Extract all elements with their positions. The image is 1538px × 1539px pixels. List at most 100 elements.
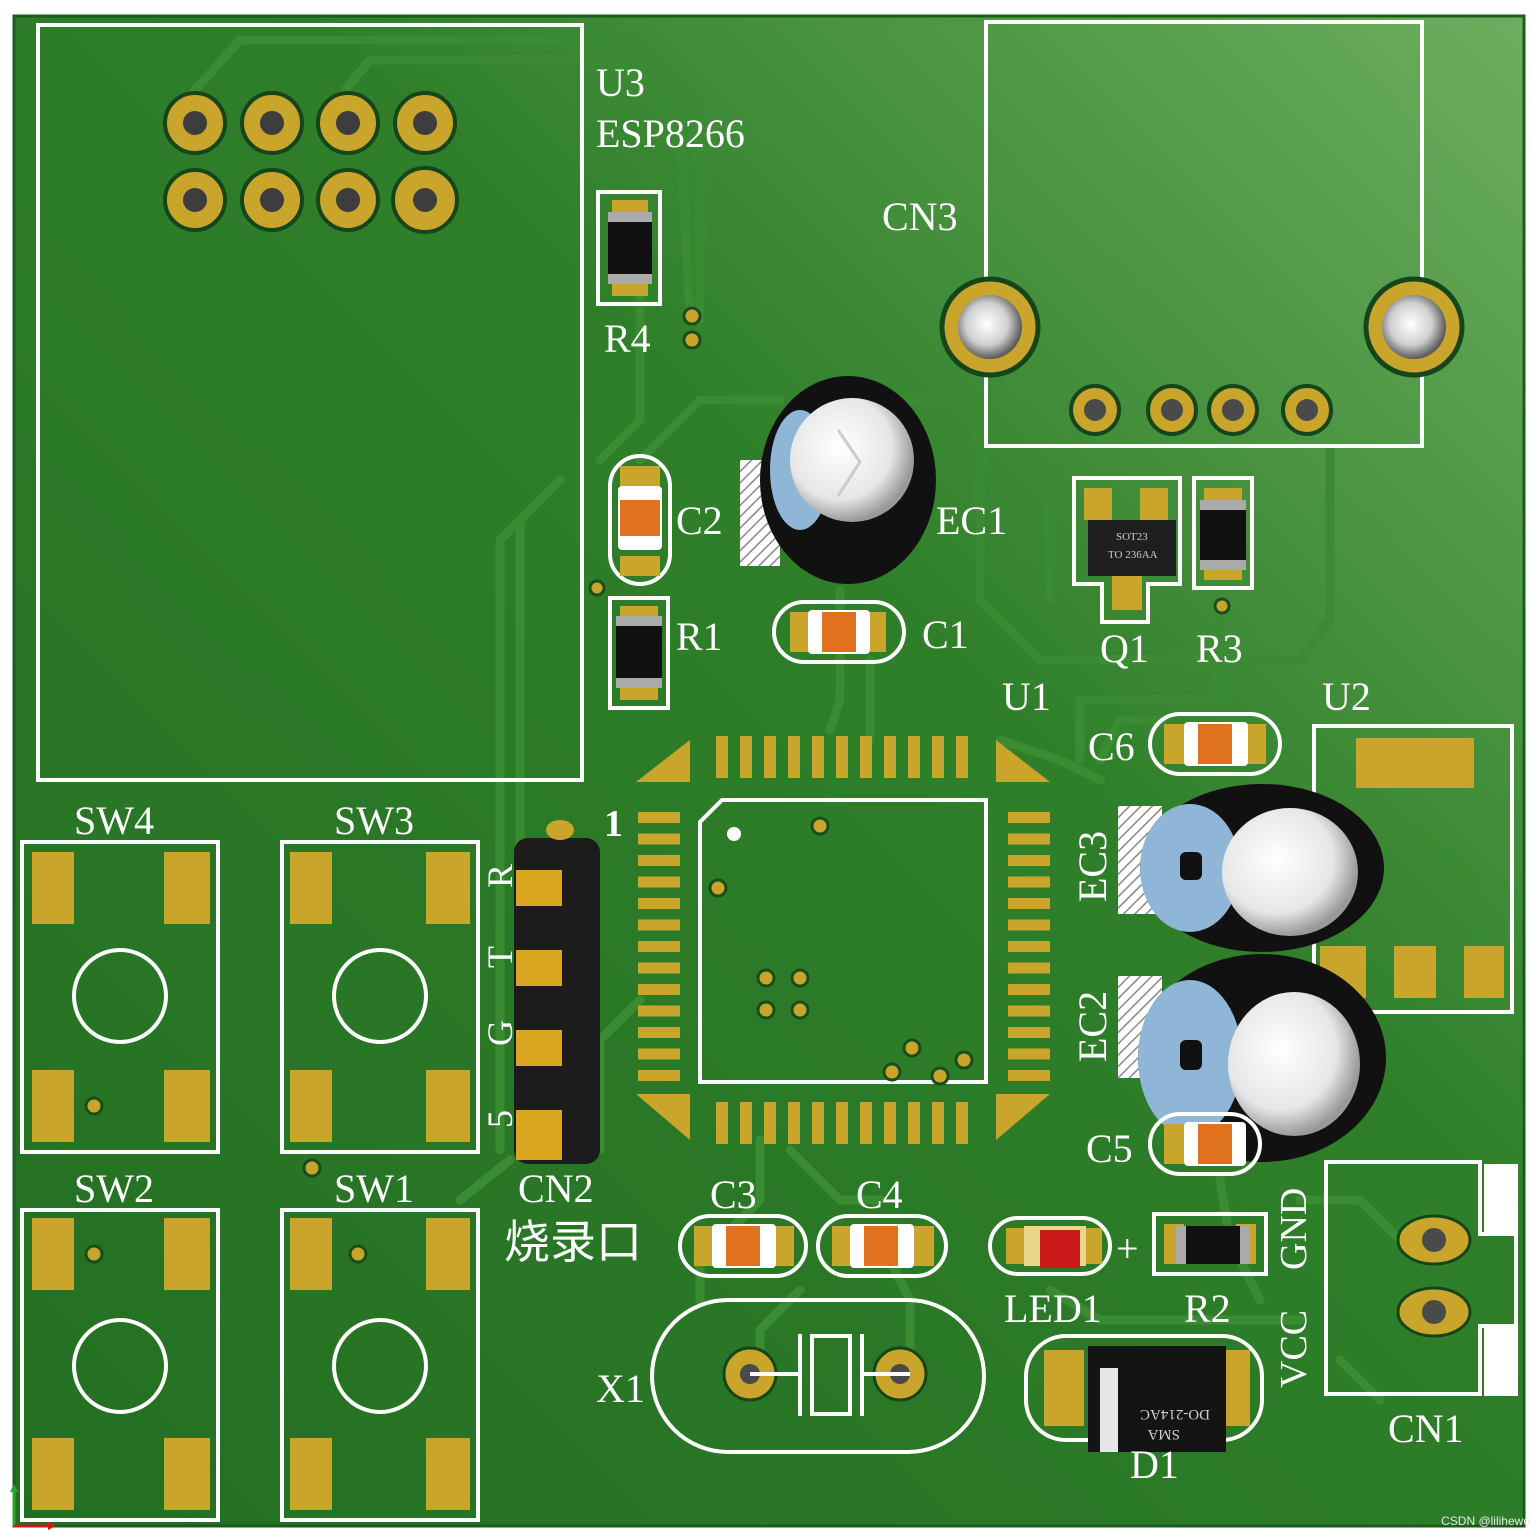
u1-pad — [956, 1102, 968, 1144]
vcc-label: VCC — [1273, 1310, 1315, 1388]
q1-marking-2: TO 236AA — [1108, 549, 1158, 561]
u1-pad — [638, 898, 680, 909]
cn1-label: CN1 — [1388, 1406, 1464, 1451]
led1 — [988, 1216, 1112, 1276]
c3-label: C3 — [710, 1172, 757, 1217]
c3-capacitor — [678, 1214, 808, 1278]
sw1-switch — [280, 1208, 480, 1522]
c5-capacitor — [1148, 1112, 1262, 1176]
u1-pad — [716, 1102, 728, 1144]
sw3-label: SW3 — [334, 798, 414, 843]
cn2-pin1-label: 1 — [604, 803, 623, 845]
u1-pad — [740, 736, 752, 778]
u1-pad — [1008, 855, 1050, 866]
gnd-label: GND — [1273, 1188, 1315, 1270]
c1-label: C1 — [922, 612, 969, 657]
u1-pad — [1008, 941, 1050, 952]
u1-pad — [1008, 1027, 1050, 1038]
ec2-electrolytic-cap — [1118, 954, 1386, 1162]
u1-pad — [1008, 984, 1050, 995]
u1-pad — [638, 1027, 680, 1038]
c5-label: C5 — [1086, 1126, 1133, 1171]
u1-label: U1 — [1002, 674, 1051, 719]
cn2-pin-g-label: G — [480, 1020, 520, 1046]
u1-pad — [884, 736, 896, 778]
d1-diode: DO-214AC SMA — [1024, 1334, 1264, 1452]
x1-label: X1 — [596, 1366, 645, 1411]
sw3-switch — [280, 840, 480, 1178]
u1-pad — [638, 855, 680, 866]
u1-pad — [1008, 919, 1050, 931]
u3-header-pins — [163, 91, 459, 234]
u1-pad — [884, 1102, 896, 1144]
sw4-label: SW4 — [74, 798, 154, 843]
u1-pad — [788, 736, 800, 778]
led1-plus-label: + — [1116, 1226, 1139, 1271]
u1-pad — [638, 876, 680, 888]
r4-resistor — [596, 190, 662, 306]
cn2-pin-r-label: R — [480, 864, 520, 888]
ec1-electrolytic-cap — [740, 376, 936, 584]
u1-pad — [1008, 812, 1050, 823]
u1-pad — [638, 833, 680, 845]
sw4-switch — [20, 840, 220, 1154]
u1-pad — [716, 736, 728, 778]
u2-label: U2 — [1322, 674, 1371, 719]
c4-label: C4 — [856, 1172, 903, 1217]
sw2-label: SW2 — [74, 1166, 154, 1211]
u1-pad — [1008, 962, 1050, 974]
ec3-electrolytic-cap — [1118, 784, 1384, 952]
cn1-connector — [1324, 1160, 1518, 1396]
x1-crystal — [650, 1298, 986, 1454]
q1-label: Q1 — [1100, 626, 1149, 671]
u1-pad — [638, 941, 680, 952]
q1-marking-1: SOT23 — [1116, 531, 1148, 543]
cn3-label: CN3 — [882, 194, 958, 239]
sw1-label: SW1 — [334, 1166, 414, 1211]
r4-vias — [682, 306, 702, 350]
r2-label: R2 — [1184, 1286, 1231, 1331]
u1-pad — [1008, 898, 1050, 909]
r3-resistor — [1192, 476, 1254, 615]
u1-pad — [956, 736, 968, 778]
u1-pad — [740, 1102, 752, 1144]
cn3-pins — [1069, 384, 1333, 436]
u1-pad — [764, 1102, 776, 1144]
r3-label: R3 — [1196, 626, 1243, 671]
r4-label: R4 — [604, 316, 651, 361]
c2-capacitor — [608, 454, 672, 586]
u3-outline — [36, 23, 584, 782]
u1-pad — [1008, 1048, 1050, 1060]
board-edge — [12, 14, 1526, 1528]
axis-gizmo — [10, 1484, 56, 1530]
sw2-switch — [20, 1208, 220, 1522]
cn2-pin-5-label: 5 — [480, 1110, 520, 1128]
q1-transistor: SOT23 TO 236AA — [1072, 476, 1182, 624]
r1-resistor — [588, 579, 670, 710]
c2-label: C2 — [676, 498, 723, 543]
cn2-pin-t-label: T — [480, 946, 520, 968]
u3-part-label: ESP8266 — [596, 111, 745, 156]
c6-label: C6 — [1088, 724, 1135, 769]
cn3-mount-holes — [939, 276, 1465, 378]
r2-resistor — [1152, 1212, 1268, 1276]
ec2-label: EC2 — [1070, 991, 1115, 1062]
cn3-outline — [984, 20, 1424, 448]
u1-pad — [638, 1048, 680, 1060]
d1-marking-1: DO-214AC — [1140, 1406, 1210, 1422]
u1-pad — [638, 984, 680, 995]
u3-label: U3 — [596, 60, 645, 105]
d1-marking-2: SMA — [1147, 1426, 1180, 1442]
u1-pad — [638, 919, 680, 931]
u1-pad — [638, 962, 680, 974]
r1-label: R1 — [676, 614, 723, 659]
u1-pad — [1008, 876, 1050, 888]
u1-pad — [812, 736, 824, 778]
u1-pad — [1008, 1070, 1050, 1081]
cn2-note-label: 烧录口 — [504, 1217, 642, 1268]
u1-pad — [764, 736, 776, 778]
u1-pad — [860, 1102, 872, 1144]
led1-label: LED1 — [1004, 1286, 1102, 1331]
